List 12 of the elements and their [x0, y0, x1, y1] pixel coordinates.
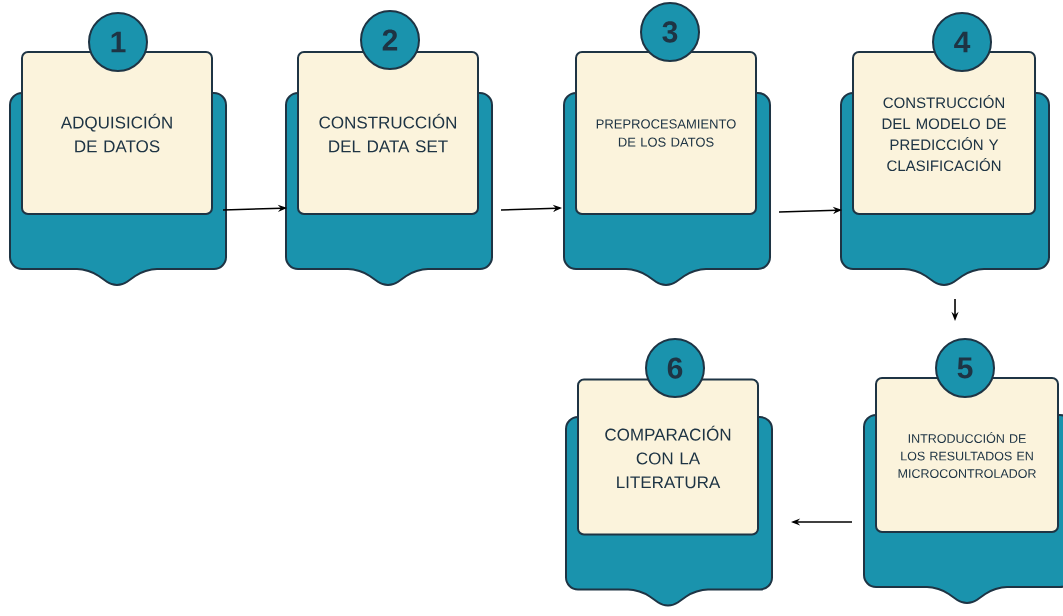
number-badge: 2 — [360, 10, 420, 70]
step-card: INTRODUCCIÓN DE LOS RESULTADOS EN MICROCONTROLADOR — [875, 377, 1059, 533]
number-badge: 1 — [88, 12, 148, 72]
number-badge: 5 — [935, 338, 995, 398]
step-card: COMPARACIÓN CON LA LITERATURA — [577, 378, 759, 536]
number-badge: 3 — [640, 2, 700, 62]
step-card: CONSTRUCCIÓN DEL MODELO DE PREDICCIÓN Y CLASIFICACIÓN — [852, 51, 1036, 215]
step-card: CONSTRUCCIÓN DEL DATA SET — [297, 51, 479, 215]
number-badge: 4 — [932, 12, 992, 72]
step-card: ADQUISICIÓN DE DATOS — [21, 51, 213, 215]
number-badge: 6 — [645, 338, 705, 398]
step-card: PREPROCESAMIENTO DE LOS DATOS — [575, 51, 757, 215]
